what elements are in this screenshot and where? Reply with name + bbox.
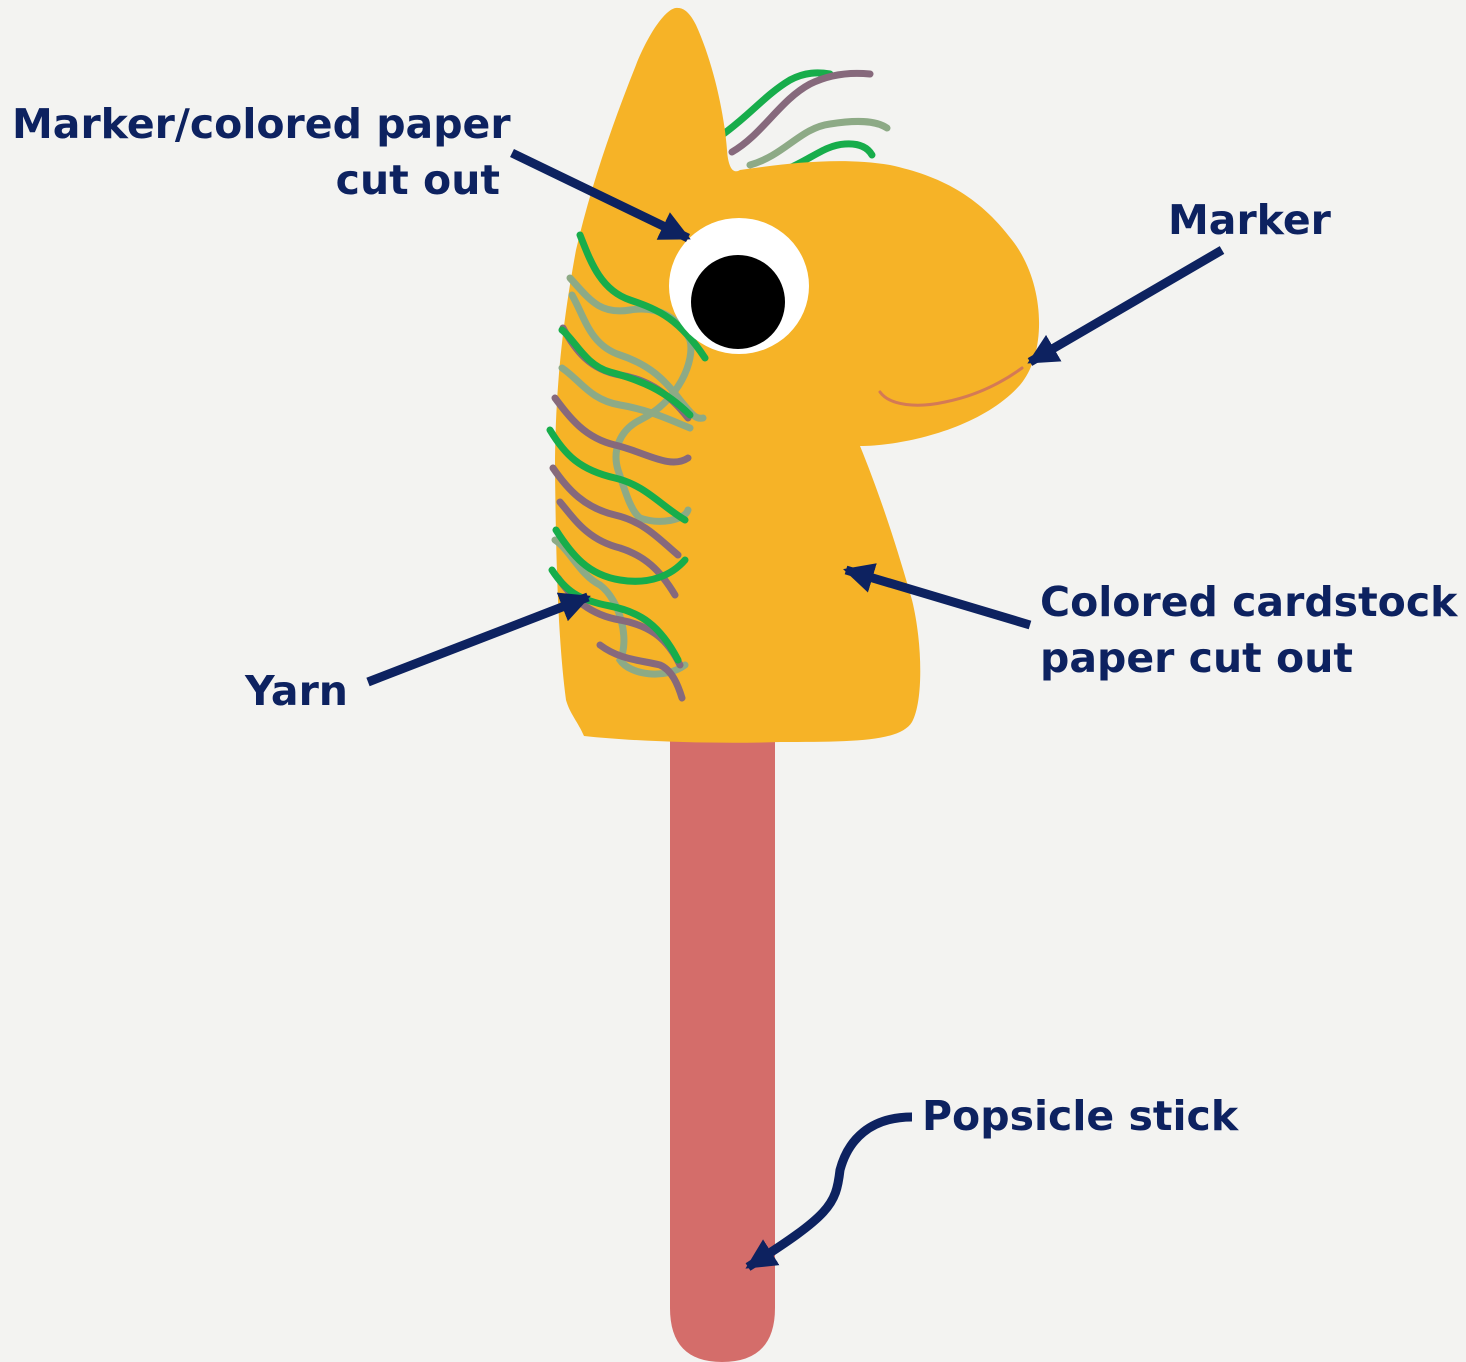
eye-label: Marker/colored paper cut out: [12, 96, 500, 208]
popsicle-stick: [670, 720, 775, 1362]
eye-cutout: [669, 218, 809, 354]
eye-label-line1: Marker/colored paper: [12, 96, 500, 152]
stick-label: Popsicle stick: [922, 1088, 1238, 1144]
head-label: Colored cardstock paper cut out: [1040, 574, 1457, 686]
mouth-arrow: [1030, 250, 1222, 362]
top-mane-yarn: [722, 73, 887, 170]
mane-arrow: [368, 597, 588, 682]
mane-label: Yarn: [245, 663, 348, 719]
eye-label-line2: cut out: [12, 152, 500, 208]
head-label-line2: paper cut out: [1040, 630, 1457, 686]
mouth-label: Marker: [1168, 192, 1331, 248]
head-label-line1: Colored cardstock: [1040, 574, 1457, 630]
